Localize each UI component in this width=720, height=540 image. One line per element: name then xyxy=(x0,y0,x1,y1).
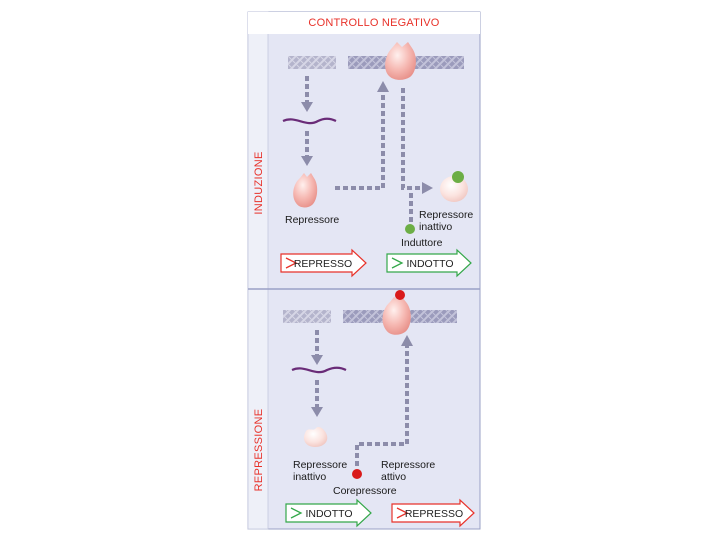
state-repressed-text: REPRESSO xyxy=(294,258,352,270)
title-strip xyxy=(268,12,480,34)
state-repressed-arrow: REPRESSO xyxy=(280,248,367,278)
state-induced-arrow: INDOTTO xyxy=(285,498,372,528)
release-arrowhead xyxy=(422,182,433,194)
inducer-dot xyxy=(405,224,415,234)
active-repressor-label-2: attivo xyxy=(381,471,406,483)
inducer-label: Induttore xyxy=(401,237,443,249)
induction-section: INDUZIONE Repressore Induttore Represso xyxy=(253,42,473,278)
transcription-arrowhead xyxy=(301,102,313,112)
operator-arrowhead xyxy=(401,335,413,346)
mrna-wave xyxy=(282,117,337,125)
translation-arrowhead xyxy=(311,407,323,417)
operator-arrowhead xyxy=(377,81,389,92)
bound-repressor xyxy=(385,42,416,80)
inactive-repressor-label-2: inattivo xyxy=(293,471,326,483)
repression-side-label: REPRESSIONE xyxy=(253,409,265,492)
bound-active-repressor xyxy=(382,297,411,335)
inactive-repressor-icon xyxy=(304,426,328,447)
bound-inducer-dot xyxy=(452,171,464,183)
inactive-repressor-label-1: Repressore xyxy=(293,459,347,471)
translation-arrowhead xyxy=(301,156,313,166)
state-induced-text: INDOTTO xyxy=(305,508,352,520)
side-column-header xyxy=(248,12,268,34)
corepressor-dot xyxy=(352,469,362,479)
state-induced-arrow: INDOTTO xyxy=(386,248,472,278)
active-repressor-label-1: Repressore xyxy=(381,459,435,471)
repressor-to-operator-path xyxy=(335,90,385,190)
page-title: CONTROLLO NEGATIVO xyxy=(308,17,439,29)
inactive-repressor-label-2: inattivo xyxy=(419,221,452,233)
induction-side-label: INDUZIONE xyxy=(253,151,265,214)
mrna-wave xyxy=(291,366,347,374)
inactive-repressor-icon xyxy=(440,176,468,202)
transcription-arrowhead xyxy=(311,355,323,365)
regulator-gene xyxy=(283,310,331,323)
bound-corepressor-dot xyxy=(395,290,405,300)
repression-section: REPRESSIONE Repressore inattivo Corepres… xyxy=(253,290,475,528)
state-repressed-text: REPRESSO xyxy=(405,508,463,520)
repressor-label: Repressore xyxy=(285,214,339,226)
inactive-repressor-label-1: Repressore xyxy=(419,209,473,221)
release-path xyxy=(401,88,424,190)
corepressor-path xyxy=(355,344,409,466)
repressor-icon xyxy=(293,173,318,208)
state-induced-text: INDOTTO xyxy=(406,258,453,270)
regulator-gene xyxy=(288,56,336,69)
state-repressed-arrow: REPRESSO xyxy=(391,498,475,528)
corepressor-label: Corepressore xyxy=(333,485,397,497)
